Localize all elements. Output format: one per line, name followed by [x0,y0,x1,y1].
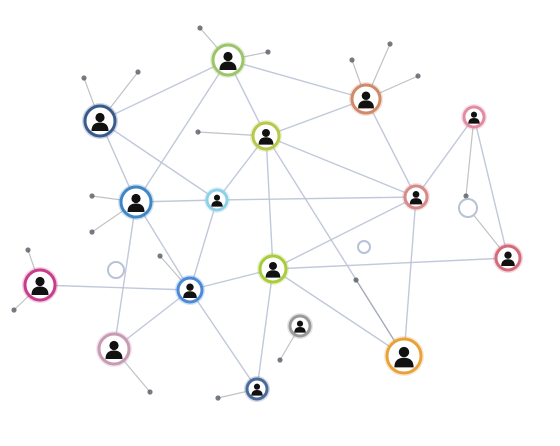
connector-endpoint [135,69,141,75]
person-silhouette-icon [127,193,145,212]
person-silhouette-icon [219,51,237,70]
person-node [402,183,430,211]
connection-line [227,59,367,100]
connection-line [265,98,367,137]
person-silhouette-icon [265,261,281,278]
person-silhouette-icon [394,346,414,368]
connector-endpoint [197,25,203,31]
connection-line [265,135,274,270]
empty-ring-node [357,240,371,254]
connection-line [403,196,417,357]
person-silhouette-icon [251,383,263,396]
person-node [118,184,154,220]
person-node [349,82,383,116]
connection-line [272,268,405,357]
person-node [204,187,230,213]
person-silhouette-icon [501,251,515,266]
connector-endpoint [89,229,95,235]
person-node [244,376,270,402]
person-node [175,275,205,305]
connection-line [113,201,137,350]
connector-endpoint [387,41,393,47]
connector-endpoint [157,253,163,259]
person-silhouette-icon [294,320,306,333]
person-node [210,42,246,78]
dangling-connector [465,116,475,197]
person-silhouette-icon [468,111,480,124]
empty-ring-node [458,198,478,218]
person-silhouette-icon [91,112,109,131]
connector-endpoint [215,395,221,401]
connection-line [415,116,475,198]
empty-ring-nodes [107,198,478,279]
person-silhouette-icon [258,128,274,145]
person-node [287,313,313,339]
person-node [384,336,424,376]
person-silhouette-icon [409,191,423,205]
connector-endpoint [277,357,283,363]
person-node [493,243,523,273]
connection-line [99,120,218,201]
connection-line [473,116,509,259]
person-silhouette-icon [211,194,223,207]
connection-line [189,199,218,291]
connector-endpoint [81,75,87,81]
connection-line [365,98,417,198]
person-silhouette-icon [105,340,123,359]
connector-endpoint [25,247,31,253]
person-node [82,103,118,139]
person-node [461,104,487,130]
connection-line [265,135,417,198]
connection-line [272,196,417,270]
connection-line [99,59,229,122]
connection-line [256,268,274,390]
connection-line [189,289,258,390]
connector-endpoint [463,193,469,199]
connector-endpoint [89,193,95,199]
connection-line [135,201,191,291]
connector-endpoint [11,307,17,313]
connection-line [272,257,509,270]
person-node [96,331,132,367]
connection-line [39,284,191,291]
connector-endpoint [353,277,359,283]
person-nodes [22,42,523,402]
connector-endpoint [349,57,355,63]
person-node [257,253,289,285]
connection-line [216,196,417,201]
empty-ring-node [107,261,125,279]
connector-endpoint [195,129,201,135]
connector-endpoint [415,73,421,79]
dangling-connectors [11,25,509,401]
person-silhouette-icon [183,283,197,298]
connector-endpoint [147,389,153,395]
person-silhouette-icon [358,91,374,109]
person-silhouette-icon [31,276,49,295]
connector-endpoint [265,49,271,55]
connection-line [135,59,229,203]
person-node [250,120,282,152]
person-node [22,267,58,303]
